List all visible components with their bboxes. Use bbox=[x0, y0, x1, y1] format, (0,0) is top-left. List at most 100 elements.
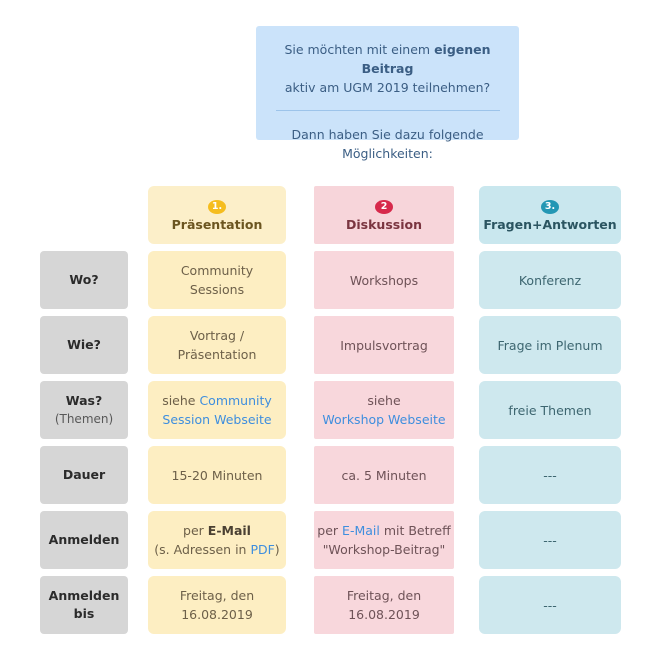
column-header-diskussion-label: Diskussion bbox=[346, 216, 422, 232]
cell-line-2: "Workshop-Beitrag" bbox=[322, 542, 446, 557]
spacer bbox=[454, 511, 479, 569]
cell-anmelden-bis-fragen: --- bbox=[479, 576, 621, 634]
row-label-wie: Wie? bbox=[40, 316, 128, 374]
table-row: Anmelden bis Freitag, den 16.08.2019 Fre… bbox=[0, 576, 662, 634]
cell-text: (s. Adressen in bbox=[154, 542, 251, 557]
spacer bbox=[286, 576, 314, 634]
cell-wie-diskussion: Impulsvortrag bbox=[314, 316, 454, 374]
cell-line-2: (s. Adressen in PDF) bbox=[154, 540, 279, 559]
spacer bbox=[286, 446, 314, 504]
column-header-fragen-antworten[interactable]: 3. Fragen+Antworten bbox=[479, 186, 621, 244]
options-table: 1. Präsentation 2 Diskussion 3. Fragen+A… bbox=[0, 186, 662, 641]
cell-dauer-fragen: --- bbox=[479, 446, 621, 504]
cell-anmelden-bis-praesentation: Freitag, den 16.08.2019 bbox=[148, 576, 286, 634]
cell-was-praesentation: siehe Community Session Webseite bbox=[148, 381, 286, 439]
row-label-text: Wie? bbox=[67, 337, 101, 352]
spacer bbox=[0, 251, 40, 309]
spacer bbox=[128, 576, 148, 634]
cell-line-1: per E-Mail bbox=[183, 521, 251, 540]
table-row: Anmelden per E-Mail (s. Adressen in PDF)… bbox=[0, 511, 662, 569]
spacer bbox=[0, 316, 40, 374]
table-header-row: 1. Präsentation 2 Diskussion 3. Fragen+A… bbox=[0, 186, 662, 244]
row-label-anmelden: Anmelden bbox=[40, 511, 128, 569]
column-header-fragen-antworten-label: Fragen+Antworten bbox=[483, 216, 617, 232]
cell-text: ) bbox=[274, 542, 280, 557]
spacer bbox=[128, 251, 148, 309]
table-row: Wie? Vortrag / Präsentation Impulsvortra… bbox=[0, 316, 662, 374]
cell-wo-fragen: Konferenz bbox=[479, 251, 621, 309]
spacer bbox=[0, 576, 40, 634]
cell-line-1: 15-20 Minuten bbox=[171, 467, 263, 483]
spacer bbox=[128, 446, 148, 504]
spacer bbox=[0, 446, 40, 504]
cell-line-2: Sessions bbox=[189, 282, 245, 297]
spacer bbox=[286, 186, 314, 244]
cell-anmelden-fragen: --- bbox=[479, 511, 621, 569]
row-label-text: Anmelden bbox=[48, 532, 120, 547]
badge-number-3: 3. bbox=[541, 199, 559, 214]
cell-anmelden-diskussion: per E-Mail mit Betreff "Workshop-Beitrag… bbox=[314, 511, 454, 569]
banner-line-4: Möglichkeiten: bbox=[342, 146, 433, 161]
cell-anmelden-praesentation: per E-Mail (s. Adressen in PDF) bbox=[148, 511, 286, 569]
spacer bbox=[454, 381, 479, 439]
cell-line-1: per E-Mail mit Betreff bbox=[317, 521, 450, 540]
community-session-link[interactable]: Community bbox=[199, 393, 272, 408]
row-label-anmelden-bis: Anmelden bis bbox=[40, 576, 128, 634]
spacer bbox=[128, 381, 148, 439]
cell-line-1: Workshops bbox=[349, 272, 419, 288]
cell-wo-praesentation: Community Sessions bbox=[148, 251, 286, 309]
cell-line-1: Freitag, den bbox=[179, 588, 255, 603]
cell-line-1: --- bbox=[543, 532, 557, 548]
email-link[interactable]: E-Mail bbox=[342, 523, 380, 538]
column-header-diskussion[interactable]: 2 Diskussion bbox=[314, 186, 454, 244]
row-label-dauer: Dauer bbox=[40, 446, 128, 504]
cell-line-1: --- bbox=[543, 597, 557, 613]
community-session-link-cont[interactable]: Session Webseite bbox=[162, 412, 272, 427]
column-header-praesentation[interactable]: 1. Präsentation bbox=[148, 186, 286, 244]
cell-line-1: siehe Community bbox=[162, 391, 272, 410]
cell-text: per bbox=[317, 523, 343, 538]
spacer bbox=[128, 511, 148, 569]
banner-divider bbox=[275, 110, 500, 111]
spacer bbox=[286, 381, 314, 439]
cell-line-1: ca. 5 Minuten bbox=[341, 467, 427, 483]
table-row: Wo? Community Sessions Workshops Konfere… bbox=[0, 251, 662, 309]
badge-number-1: 1. bbox=[208, 199, 226, 214]
cell-line-1: Community bbox=[180, 263, 254, 278]
table-row: Was? (Themen) siehe Community Session We… bbox=[0, 381, 662, 439]
row-label-wo: Wo? bbox=[40, 251, 128, 309]
cell-line-1: siehe bbox=[367, 393, 401, 408]
column-header-praesentation-label: Präsentation bbox=[171, 216, 263, 232]
row-label-text: Wo? bbox=[69, 272, 99, 287]
badge-number-2: 2 bbox=[375, 199, 393, 214]
spacer bbox=[128, 316, 148, 374]
spacer bbox=[286, 251, 314, 309]
row-label-subtext: bis bbox=[73, 606, 95, 621]
banner-line-2: aktiv am UGM 2019 teilnehmen? bbox=[284, 80, 491, 95]
cell-line-2: 16.08.2019 bbox=[348, 607, 420, 622]
cell-wie-praesentation: Vortrag / Präsentation bbox=[148, 316, 286, 374]
spacer bbox=[0, 511, 40, 569]
cell-wie-fragen: Frage im Plenum bbox=[479, 316, 621, 374]
email-bold: E-Mail bbox=[207, 523, 251, 538]
cell-dauer-diskussion: ca. 5 Minuten bbox=[314, 446, 454, 504]
cell-line-2: Präsentation bbox=[177, 347, 257, 362]
spacer bbox=[454, 251, 479, 309]
banner-line-1: Sie möchten mit einem eigenen Beitrag bbox=[274, 40, 501, 78]
cell-line-1: Freitag, den bbox=[346, 588, 422, 603]
table-row: Dauer 15-20 Minuten ca. 5 Minuten --- bbox=[0, 446, 662, 504]
pdf-link[interactable]: PDF bbox=[250, 542, 275, 557]
spacer bbox=[454, 186, 479, 244]
cell-wo-diskussion: Workshops bbox=[314, 251, 454, 309]
cell-line-1: Impulsvortrag bbox=[340, 337, 428, 353]
cell-line-1: Frage im Plenum bbox=[497, 337, 603, 353]
spacer bbox=[286, 511, 314, 569]
row-label-was: Was? (Themen) bbox=[40, 381, 128, 439]
cell-line-2: 16.08.2019 bbox=[181, 607, 253, 622]
spacer bbox=[454, 446, 479, 504]
row-label-text: Was? bbox=[65, 393, 103, 408]
spacer bbox=[454, 576, 479, 634]
cell-text: per bbox=[183, 523, 208, 538]
row-label-text: Dauer bbox=[62, 467, 106, 482]
workshop-webseite-link[interactable]: Workshop Webseite bbox=[322, 412, 446, 427]
